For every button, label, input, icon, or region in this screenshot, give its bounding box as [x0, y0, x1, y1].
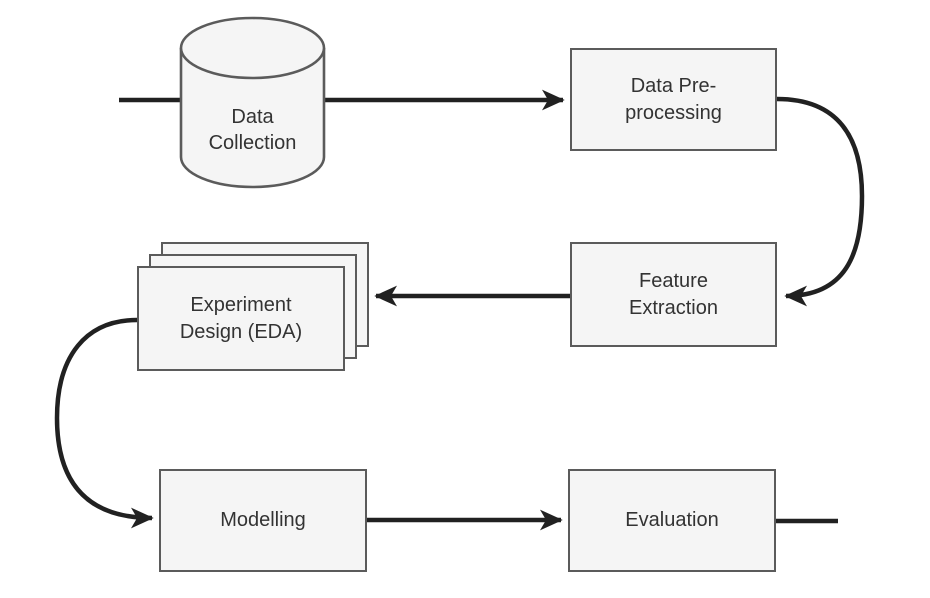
edge-preprocessing-to-feature-extraction [776, 96, 865, 307]
edge-experiment-design-to-modelling [54, 317, 154, 529]
node-experiment-design-label: Experiment Design (EDA) [179, 294, 303, 343]
node-modelling-label: Modelling [220, 509, 306, 532]
node-modelling: Modelling [159, 469, 367, 572]
node-data-collection: Data Collection [181, 92, 324, 168]
node-evaluation: Evaluation [568, 469, 776, 572]
database-cylinder-shape [179, 16, 326, 189]
node-data-preprocessing: Data Pre-processing [570, 48, 777, 151]
node-experiment-design: Experiment Design (EDA) [137, 266, 345, 371]
node-feature-extraction-label: Feature Extraction [629, 270, 718, 319]
node-feature-extraction: Feature Extraction [570, 242, 777, 347]
node-data-preprocessing-label: Data Pre-processing [625, 75, 722, 124]
node-data-collection-label: Data Collection [208, 105, 297, 154]
node-evaluation-label: Evaluation [625, 509, 719, 532]
